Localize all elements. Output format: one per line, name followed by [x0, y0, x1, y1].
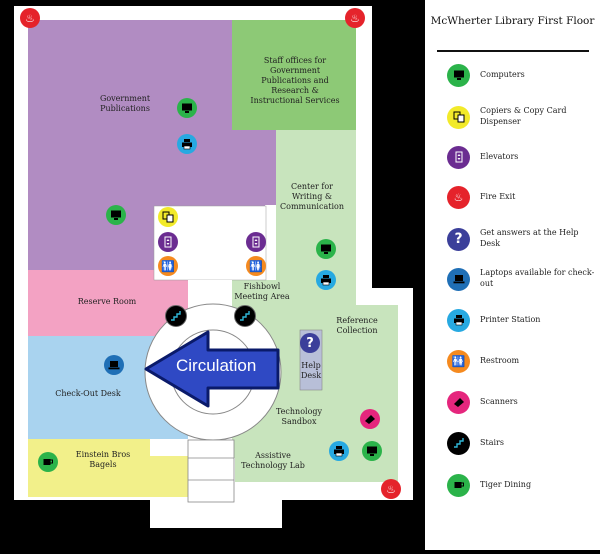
legend-label: Printer Station [480, 314, 541, 324]
floor-plan-shapes [14, 6, 413, 528]
laptop-icon [104, 355, 124, 375]
legend-title: McWherter Library First Floor [430, 15, 595, 27]
legend-label: Tiger Dining [480, 479, 532, 489]
label-center-writing: Center for Writing & Communication [280, 182, 344, 211]
label-einstein-bagels: Einstein Bros Bagels [75, 450, 131, 469]
legend-item-copiers: Copiers & Copy Card Dispenser [447, 102, 597, 132]
label-assistive-tech: Assistive Technology Lab [241, 451, 305, 470]
restroom-icon: 🚻 [447, 349, 470, 373]
legend-label: Computers [480, 69, 525, 79]
legend-item-tiger-dining: Tiger Dining [447, 470, 597, 500]
elevator-icon [447, 145, 470, 169]
legend-item-laptops: Laptops available for check-out [447, 264, 597, 294]
restroom-icon: 🚻 [158, 256, 178, 276]
fire-exit-icon: ♨ [447, 185, 470, 209]
fire-exit-icon: ♨ [381, 479, 401, 499]
computer-icon [316, 239, 336, 259]
legend-item-scanners: Scanners [447, 387, 597, 417]
copier-icon [158, 207, 178, 227]
computer-icon [177, 98, 197, 118]
printer-icon [316, 270, 336, 290]
stairs-icon [447, 431, 470, 455]
label-reference-collection: Reference Collection [336, 316, 378, 335]
restroom-icon: 🚻 [246, 256, 266, 276]
floor-map: Government Publications Staff offices fo… [14, 6, 413, 528]
legend-item-computers: Computers [447, 60, 597, 90]
scanner-icon [447, 390, 470, 414]
legend-label: Restroom [480, 355, 520, 365]
bagels-area [28, 439, 188, 497]
printer-icon [177, 134, 197, 154]
help-icon: ? [447, 227, 470, 251]
label-fishbowl: Fishbowl Meeting Area [234, 282, 290, 301]
elevator-icon [246, 232, 266, 252]
entrance-passage [187, 439, 235, 503]
label-technology-sandbox: Technology Sandbox [275, 407, 323, 426]
printer-icon [447, 308, 470, 332]
copier-icon [447, 105, 470, 129]
label-staff-offices: Staff offices for Government Publication… [250, 56, 340, 105]
legend-item-help-desk: ? Get answers at the Help Desk [447, 224, 597, 254]
circulation-arrow [144, 330, 280, 408]
legend-label: Laptops available for check-out [480, 268, 595, 288]
label-help-desk: Help Desk [300, 361, 322, 380]
legend-label: Stairs [480, 437, 504, 447]
stairs-icon [165, 305, 187, 327]
dining-icon [38, 452, 58, 472]
reserve-room-area [28, 270, 188, 336]
legend-label: Get answers at the Help Desk [480, 228, 579, 248]
computer-icon [106, 205, 126, 225]
label-checkout-desk: Check-Out Desk [55, 389, 121, 398]
label-reserve-room: Reserve Room [77, 297, 137, 306]
laptop-icon [447, 267, 470, 291]
legend-item-stairs: Stairs [447, 428, 597, 458]
staff-offices-area [232, 20, 356, 130]
label-government-publications: Government Publications [99, 94, 151, 113]
legend-item-printer: Printer Station [447, 305, 597, 335]
printer-icon [329, 441, 349, 461]
elevator-icon [158, 232, 178, 252]
fire-exit-icon: ♨ [20, 8, 40, 28]
map-legend: McWherter Library First Floor Computers … [425, 0, 600, 550]
legend-label: Fire Exit [480, 191, 516, 201]
legend-label: Elevators [480, 151, 519, 161]
stairs-icon [234, 305, 256, 327]
computer-icon [447, 63, 470, 87]
dining-icon [447, 473, 470, 497]
scanner-icon [360, 409, 380, 429]
help-icon: ? [300, 333, 320, 353]
legend-divider [437, 50, 589, 52]
computer-icon [362, 441, 382, 461]
fire-exit-icon: ♨ [345, 8, 365, 28]
legend-item-restroom: 🚻 Restroom [447, 346, 597, 376]
legend-label: Copiers & Copy Card Dispenser [480, 106, 567, 126]
legend-item-fire-exit: ♨ Fire Exit [447, 182, 597, 212]
legend-label: Scanners [480, 396, 518, 406]
legend-item-elevators: Elevators [447, 142, 597, 172]
circulation-label: Circulation [176, 356, 257, 375]
